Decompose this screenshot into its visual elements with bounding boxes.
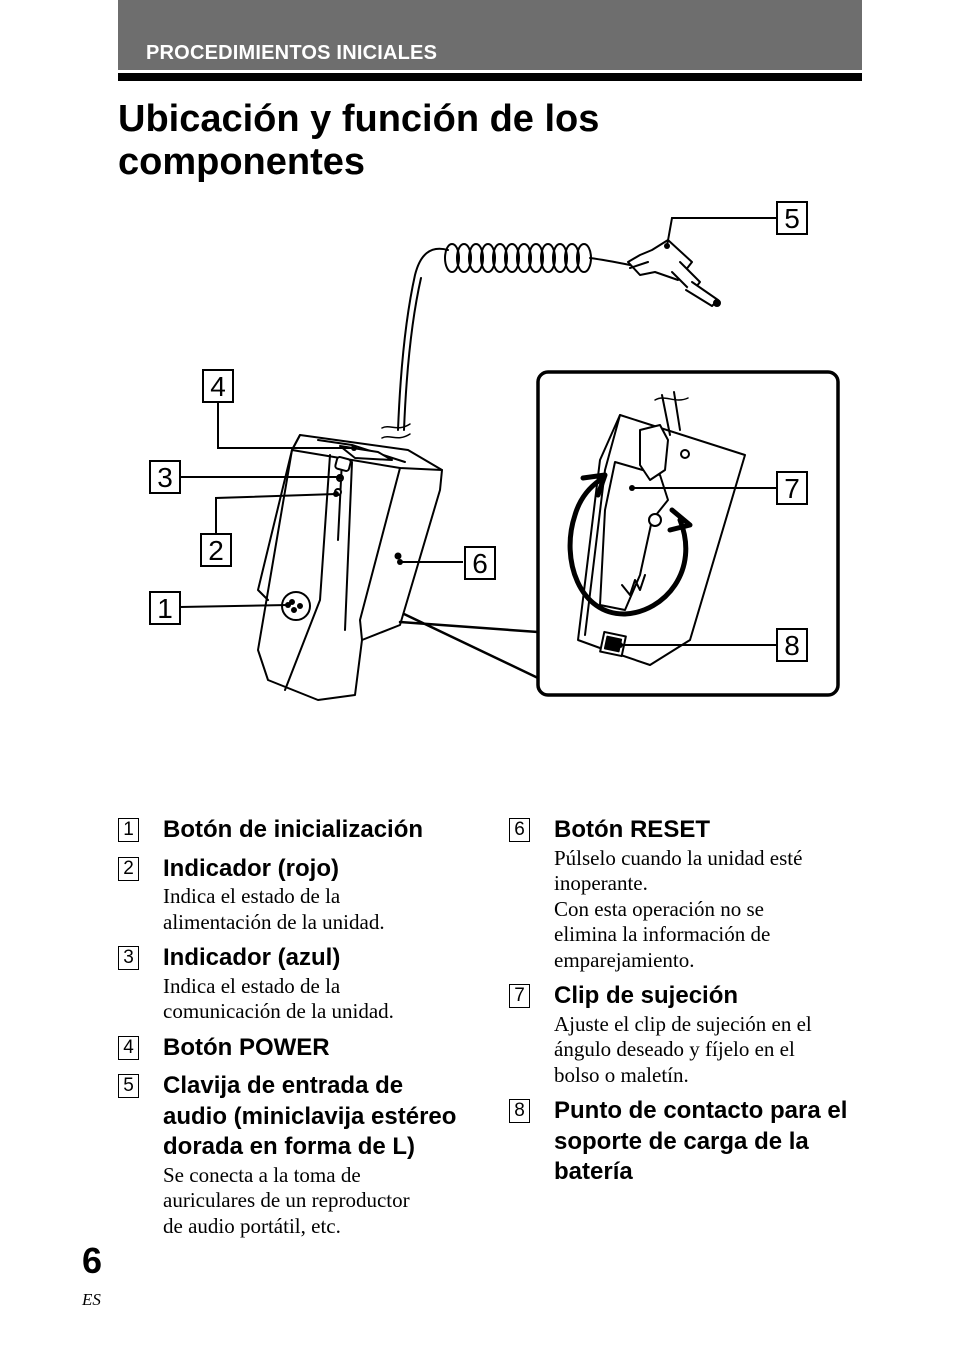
item-description: Indica el estado de la alimentación de l… — [163, 884, 385, 934]
page-number: 6 — [82, 1240, 103, 1281]
device-body — [257, 434, 443, 701]
legend-right-column: 6 Botón RESET Púlselo cuando la unidad e… — [509, 815, 849, 1196]
legend-item-7: 7 Clip de sujeción Ajuste el clip de suj… — [509, 981, 849, 1088]
svg-text:1: 1 — [157, 593, 173, 624]
item-description: Púlselo cuando la unidad esté inoperante… — [554, 845, 803, 972]
legend-left-column: 1 Botón de inicialización 2 Indicador (r… — [118, 815, 458, 1247]
callout-3: 3 — [149, 460, 181, 494]
item-number: 6 — [509, 818, 530, 842]
item-title: Indicador (rojo) — [163, 854, 339, 882]
leader-line-2 — [215, 493, 337, 535]
legend-item-4: 4 Botón POWER — [118, 1033, 458, 1064]
legend-item-2: 2 Indicador (rojo) Indica el estado de l… — [118, 854, 458, 936]
svg-text:2: 2 — [208, 535, 224, 566]
svg-text:7: 7 — [784, 473, 800, 504]
svg-text:8: 8 — [784, 630, 800, 661]
item-title: Indicador (azul) — [163, 944, 341, 971]
legend-item-3: 3 Indicador (azul) Indica el estado de l… — [118, 943, 458, 1025]
callout-8: 8 — [776, 628, 808, 662]
cable — [397, 247, 449, 431]
item-number: 3 — [118, 946, 139, 970]
item-title: Clip de sujeción — [554, 982, 739, 1009]
rotation-arrow-icon — [567, 472, 693, 617]
item-number: 1 — [118, 818, 139, 842]
item-number: 8 — [509, 1099, 530, 1123]
svg-text:3: 3 — [157, 462, 173, 493]
leader-line-5 — [666, 217, 777, 247]
item-number: 4 — [118, 1035, 139, 1060]
callout-7: 7 — [776, 471, 808, 505]
item-description: Se conecta a la toma de auriculares de u… — [163, 1162, 410, 1238]
legend-item-6: 6 Botón RESET Púlselo cuando la unidad e… — [509, 815, 849, 973]
item-title: Botón POWER — [163, 1033, 330, 1061]
item-description: Ajuste el clip de sujeción en el ángulo … — [554, 1011, 812, 1087]
callout-5: 5 — [776, 201, 808, 235]
item-description: Indica el estado de la comunicación de l… — [163, 973, 394, 1024]
component-diagram: 5 4 3 2 1 6 7 8 — [149, 201, 840, 701]
callout-6: 6 — [464, 546, 496, 580]
callout-4: 4 — [202, 369, 234, 403]
callout-1: 1 — [149, 591, 181, 625]
svg-text:6: 6 — [472, 548, 488, 579]
item-number: 5 — [118, 1074, 139, 1098]
item-title: Clavija de entrada de audio (miniclavija… — [163, 1072, 457, 1160]
l-plug — [627, 239, 721, 307]
item-title: Punto de contacto para el soporte de car… — [554, 1097, 848, 1185]
legend-item-1: 1 Botón de inicialización — [118, 815, 458, 846]
section-header-bar — [118, 0, 862, 70]
callout-2: 2 — [200, 533, 232, 567]
page-title: Ubicación y función de los componentes — [118, 98, 600, 183]
item-title: Botón de inicialización — [163, 816, 424, 843]
leader-line-1 — [179, 604, 289, 608]
svg-text:5: 5 — [784, 203, 800, 234]
leader-line-4 — [217, 403, 354, 449]
language-code: ES — [82, 1290, 101, 1309]
item-number: 7 — [509, 984, 530, 1008]
item-number: 2 — [118, 856, 139, 881]
coiled-cord — [444, 243, 592, 273]
item-title: Botón RESET — [554, 816, 710, 843]
header-rule — [118, 73, 862, 81]
svg-text:4: 4 — [210, 371, 226, 402]
section-label: PROCEDIMIENTOS INICIALES — [146, 42, 438, 64]
inset-device-back — [577, 391, 746, 666]
legend-item-8: 8 Punto de contacto para el soporte de c… — [509, 1096, 849, 1188]
legend-item-5: 5 Clavija de entrada de audio (miniclavi… — [118, 1071, 458, 1239]
